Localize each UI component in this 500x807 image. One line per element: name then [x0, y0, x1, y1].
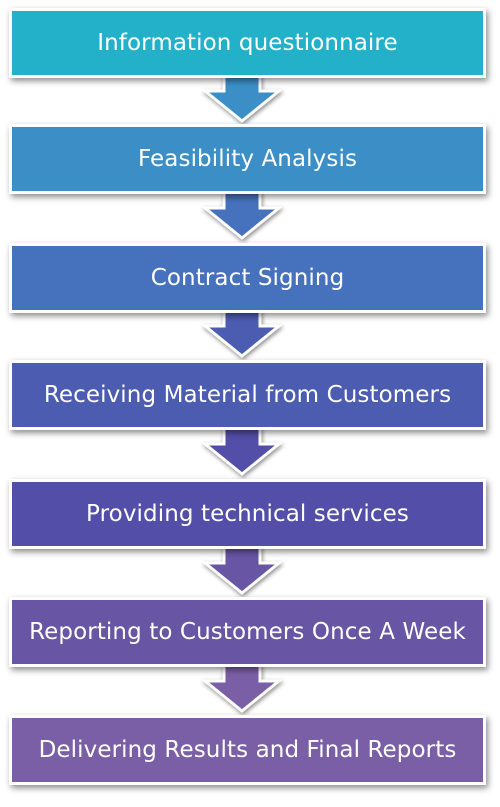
step-label: Providing technical services: [86, 501, 409, 527]
down-arrow-icon: [202, 73, 282, 123]
step-providing-technical-services: Providing technical services: [9, 479, 486, 549]
down-arrow-icon: [202, 545, 282, 595]
down-arrow-icon: [202, 190, 282, 240]
step-label: Contract Signing: [150, 265, 345, 291]
down-arrow-icon: [202, 663, 282, 713]
step-label: Feasibility Analysis: [137, 146, 358, 172]
step-label: Reporting to Customers Once A Week: [29, 619, 466, 645]
step-receiving-material: Receiving Material from Customers: [9, 360, 486, 430]
step-label: Delivering Results and Final Reports: [38, 737, 457, 763]
step-contract-signing: Contract Signing: [9, 243, 486, 313]
step-label: Information questionnaire: [97, 30, 398, 56]
step-delivering-results: Delivering Results and Final Reports: [9, 715, 486, 785]
step-label: Receiving Material from Customers: [43, 382, 452, 408]
down-arrow-icon: [202, 308, 282, 358]
step-information-questionnaire: Information questionnaire: [9, 8, 486, 78]
step-reporting-weekly: Reporting to Customers Once A Week: [9, 597, 486, 667]
step-feasibility-analysis: Feasibility Analysis: [9, 124, 486, 194]
down-arrow-icon: [202, 426, 282, 476]
